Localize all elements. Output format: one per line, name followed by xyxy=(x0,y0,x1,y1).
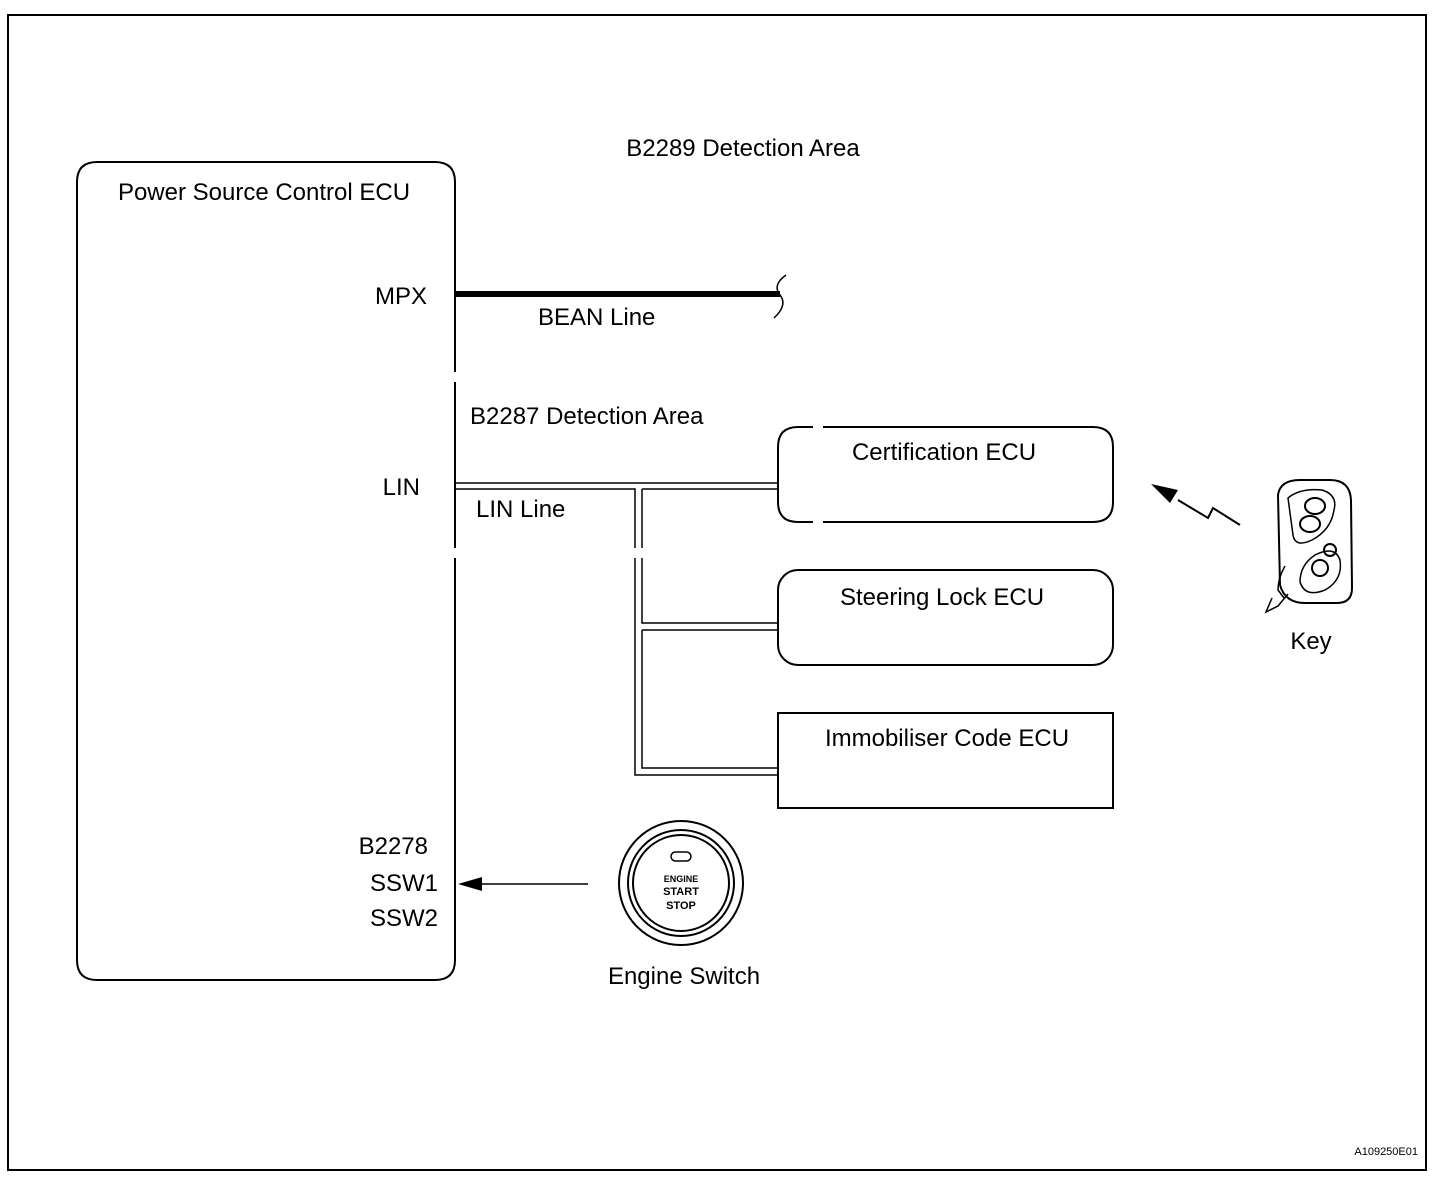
engine-button-text-start: START xyxy=(663,886,699,898)
bean-line xyxy=(455,274,787,319)
engine-button-text-stop: STOP xyxy=(666,900,696,912)
key-label: Key xyxy=(1290,628,1331,655)
bean-line-break-mark xyxy=(773,274,787,319)
b2289-detection-area-label: B2289 Detection Area xyxy=(626,135,860,162)
ssw2-terminal-label: SSW2 xyxy=(370,905,438,932)
engine-switch-label: Engine Switch xyxy=(608,963,760,990)
certification-ecu-box xyxy=(777,426,1114,523)
power-source-control-ecu-box xyxy=(76,161,456,981)
ssw-signal-arrow xyxy=(458,877,588,891)
immobiliser-code-ecu-label: Immobiliser Code ECU xyxy=(825,725,1069,752)
steering-lock-ecu-box xyxy=(777,569,1114,666)
figure-reference-code: A109250E01 xyxy=(1354,1146,1418,1158)
certification-ecu-label: Certification ECU xyxy=(852,439,1036,466)
power-source-control-ecu-title: Power Source Control ECU xyxy=(118,179,410,206)
wireless-signal-arrow xyxy=(1151,484,1241,526)
bean-line-label: BEAN Line xyxy=(538,304,655,331)
outer-frame xyxy=(7,14,1427,1171)
lin-line-label: LIN Line xyxy=(476,496,565,523)
steering-lock-ecu-label: Steering Lock ECU xyxy=(840,584,1044,611)
ssw1-terminal-label: SSW1 xyxy=(370,870,438,897)
b2278-label: B2278 xyxy=(359,833,428,860)
immobiliser-code-ecu-box xyxy=(777,712,1114,809)
mpx-terminal-label: MPX xyxy=(375,283,427,310)
engine-switch-icon xyxy=(618,820,744,946)
lin-line xyxy=(455,482,778,776)
engine-button-text-engine: ENGINE xyxy=(664,874,699,884)
b2287-detection-area-label: B2287 Detection Area xyxy=(470,403,704,430)
lin-terminal-label: LIN xyxy=(383,474,420,501)
key-fob-icon xyxy=(1264,479,1354,614)
